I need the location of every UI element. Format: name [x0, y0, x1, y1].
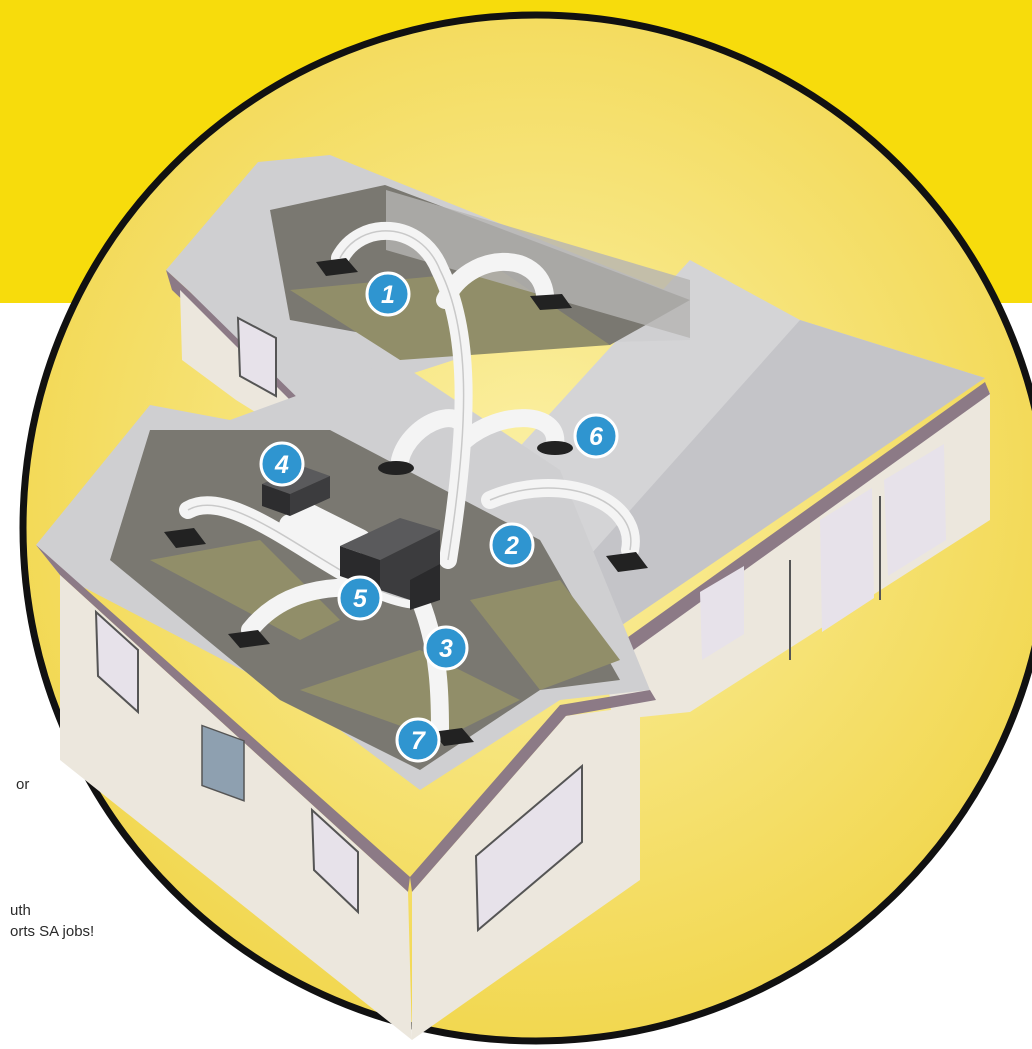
callout-7: 7 [395, 717, 441, 763]
body-text-fragment-1: or [16, 776, 30, 793]
ceiling-outlets [164, 258, 648, 746]
callout-4: 4 [259, 441, 305, 487]
callout-2-label: 2 [504, 532, 519, 560]
main-ac-unit [340, 518, 440, 610]
callout-4-label: 4 [274, 451, 289, 479]
callout-3-label: 3 [439, 635, 453, 663]
body-text-fragment-3: orts SA jobs! [10, 923, 95, 940]
callout-1-label: 1 [381, 281, 395, 309]
callout-7-label: 7 [411, 727, 426, 755]
callout-1: 1 [365, 271, 411, 317]
callout-6: 6 [573, 413, 619, 459]
duct-outlines [187, 230, 632, 601]
callout-5-label: 5 [353, 585, 368, 613]
callout-5: 5 [337, 575, 383, 621]
callout-2: 2 [489, 522, 535, 568]
callout-6-label: 6 [589, 423, 604, 451]
body-text-fragment-2: uth [10, 902, 31, 919]
callout-3: 3 [423, 625, 469, 671]
